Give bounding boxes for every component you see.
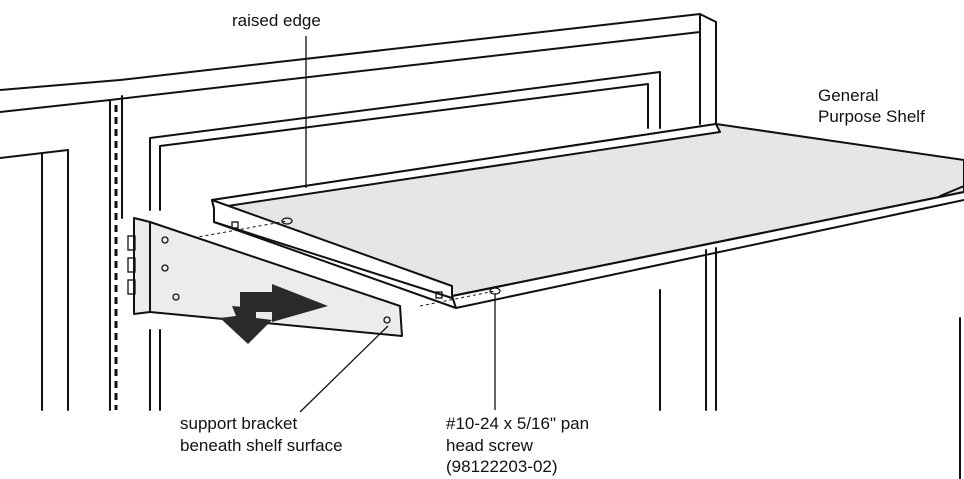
bracket-hole bbox=[383, 316, 391, 324]
rack-frame bbox=[0, 13, 961, 479]
shelf-slot bbox=[231, 221, 239, 229]
shelf-front-top-edge bbox=[451, 191, 964, 297]
bracket-hook bbox=[127, 279, 136, 295]
shelf-right-end bbox=[939, 185, 964, 197]
shelf-front-corner bbox=[451, 295, 457, 309]
direction-arrows bbox=[220, 284, 328, 344]
bracket-hole bbox=[161, 264, 169, 272]
leader-bracket bbox=[299, 325, 389, 413]
inner-opening-edge bbox=[159, 83, 649, 211]
label-raised-edge: raised edge bbox=[232, 11, 321, 30]
bracket-hole bbox=[172, 293, 180, 301]
bracket-hole bbox=[161, 236, 169, 244]
side-panel-top bbox=[0, 149, 69, 159]
inner-opening bbox=[149, 71, 661, 211]
leader-lines bbox=[299, 36, 496, 413]
general-purpose-shelf bbox=[169, 123, 964, 309]
slide-arrow-icon bbox=[240, 284, 328, 322]
frame-top-rail bbox=[0, 13, 717, 91]
screw-hole bbox=[281, 217, 293, 225]
bracket-hook bbox=[127, 235, 136, 251]
support-bracket bbox=[127, 217, 403, 337]
label-shelf-name: General Purpose Shelf bbox=[818, 86, 925, 126]
frame-top-rail-lower bbox=[0, 31, 701, 113]
labels: raised edge General Purpose Shelf suppor… bbox=[180, 11, 925, 476]
lower-arrow-icon bbox=[220, 306, 272, 344]
label-screw: #10-24 x 5/16" pan head screw (98122203-… bbox=[446, 414, 594, 476]
screw-guide-line bbox=[419, 290, 496, 307]
shelf-slot bbox=[435, 291, 443, 299]
shelf-left-lip bbox=[211, 199, 453, 299]
label-support-bracket: support bracket beneath shelf surface bbox=[180, 414, 343, 455]
bracket-hook bbox=[127, 257, 136, 273]
